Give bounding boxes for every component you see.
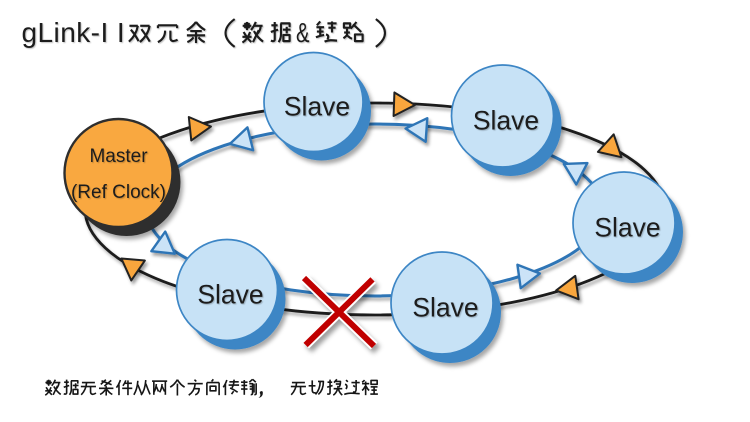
svg-text:Slave: Slave	[473, 106, 539, 136]
svg-text:(Ref Clock): (Ref Clock)	[71, 182, 166, 203]
svg-text:Slave: Slave	[594, 213, 660, 243]
svg-text:&: &	[296, 17, 310, 48]
svg-text:Slave: Slave	[412, 293, 478, 323]
svg-text:Slave: Slave	[197, 280, 263, 310]
svg-text:Slave: Slave	[284, 92, 350, 122]
svg-text:Master: Master	[89, 146, 148, 167]
svg-text:gLink-I I: gLink-I I	[22, 17, 126, 48]
